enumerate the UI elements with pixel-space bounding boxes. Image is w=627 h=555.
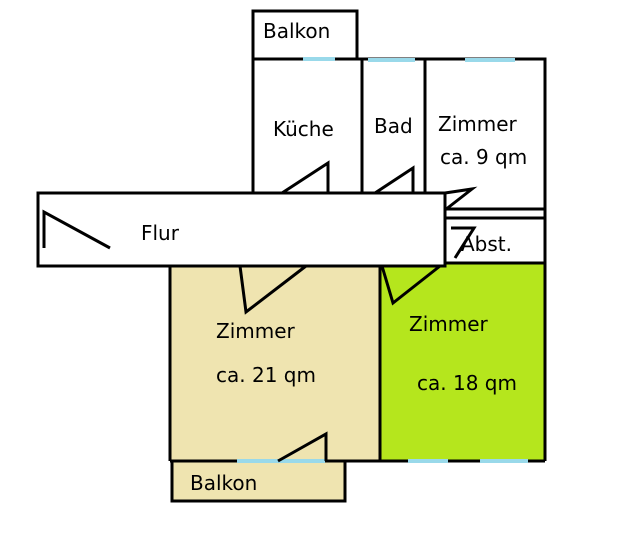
door-zimmer9 — [444, 186, 478, 212]
label-zimmer-9-area: ca. 9 qm — [440, 145, 527, 169]
room-zimmer-18-fill — [380, 263, 545, 461]
balkon-south-outline — [170, 461, 347, 503]
door-abst — [451, 226, 477, 259]
label-zimmer-18-area: ca. 18 qm — [417, 371, 517, 395]
label-balkon-north: Balkon — [263, 19, 330, 43]
door-kueche — [281, 160, 330, 195]
windows — [237, 57, 528, 463]
label-kueche: Küche — [273, 117, 334, 141]
flur-outline — [36, 191, 447, 268]
door-swings — [42, 160, 478, 463]
door-zimmer21 — [238, 264, 307, 315]
room-zimmer-21-fill — [170, 263, 382, 461]
door-bad — [374, 165, 415, 195]
label-zimmer-21: Zimmer — [216, 319, 296, 343]
label-zimmer-9: Zimmer — [438, 112, 518, 136]
label-abst: Abst. — [461, 232, 512, 256]
label-flur: Flur — [141, 221, 180, 245]
door-flur-entrance — [42, 209, 111, 250]
label-bad: Bad — [374, 114, 413, 138]
label-balkon-south: Balkon — [190, 471, 257, 495]
door-balkon-south — [277, 431, 328, 463]
door-zimmer18 — [380, 264, 441, 306]
label-zimmer-21-area: ca. 21 qm — [216, 363, 316, 387]
label-zimmer-18: Zimmer — [409, 312, 489, 336]
balkon-south-fill — [172, 461, 345, 501]
